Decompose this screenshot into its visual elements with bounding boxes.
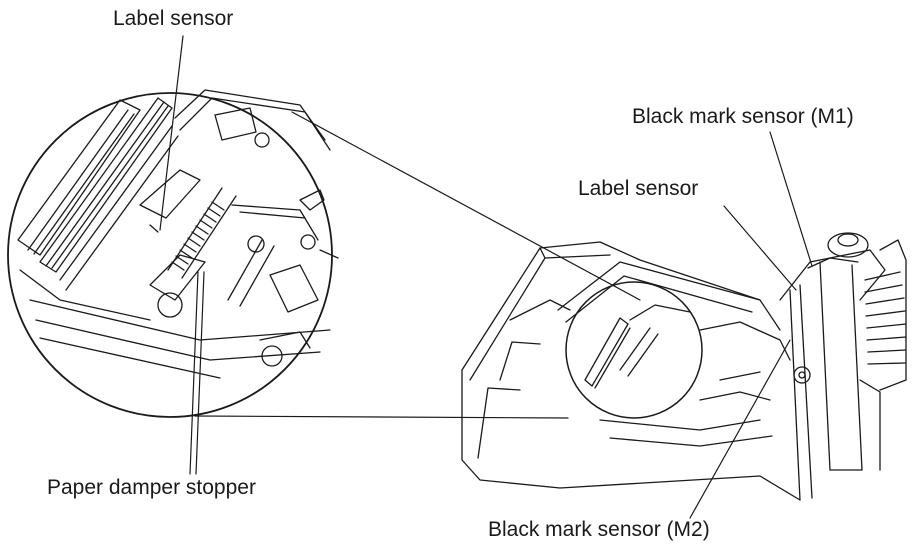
paper-damper-stopper-label: Paper damper stopper (47, 476, 256, 499)
leader-lines (159, 35, 813, 519)
sensor-location-circle (565, 281, 703, 419)
black-mark-sensor-m1-label: Black mark sensor (M1) (632, 105, 854, 128)
magnified-detail (7, 89, 339, 418)
printer-body (461, 232, 907, 501)
label-sensor-right-label: Label sensor (578, 177, 699, 200)
leader-paper-damper-stopper (189, 271, 199, 475)
leader-black-mark-m1 (769, 131, 813, 267)
leader-black-mark-m2 (689, 339, 791, 519)
label-sensor-top-label: Label sensor (113, 7, 234, 30)
black-mark-sensor-m2-label: Black mark sensor (M2) (488, 518, 710, 541)
zoom-lines (194, 111, 641, 419)
leader-label-sensor-right (723, 205, 797, 291)
leader-label-sensor-top (159, 35, 184, 231)
